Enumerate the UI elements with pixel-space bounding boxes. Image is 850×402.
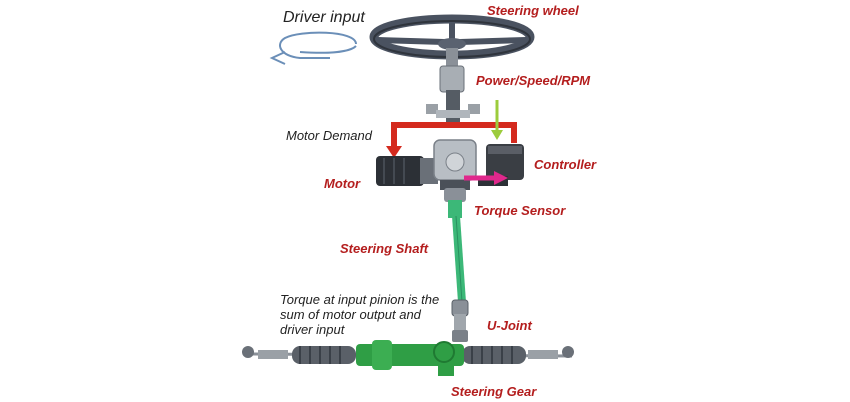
motor-label: Motor xyxy=(324,176,361,191)
controller-icon xyxy=(478,144,524,186)
boot-left-icon xyxy=(292,346,356,364)
driver-input-label: Driver input xyxy=(283,9,365,26)
motor-icon xyxy=(376,156,438,186)
torque-sensor-icon xyxy=(444,188,466,218)
motor-demand-label: Motor Demand xyxy=(286,128,372,143)
u-joint-label: U-Joint xyxy=(487,318,532,333)
power-input-arrow xyxy=(491,100,503,140)
steering-shaft-label: Steering Shaft xyxy=(340,241,429,256)
u-joint-icon xyxy=(451,299,469,342)
steering-gear-icon xyxy=(242,340,574,376)
boot-right-icon xyxy=(462,346,526,364)
motor-demand-arrow xyxy=(386,122,517,158)
torque-signal-arrow xyxy=(464,171,508,185)
steering-column-icon xyxy=(426,48,480,126)
gearbox-icon xyxy=(433,139,477,190)
rotation-arrow-icon xyxy=(269,31,357,65)
torque-note: Torque at input pinion is the sum of mot… xyxy=(280,292,440,337)
steering-shaft-icon xyxy=(452,215,466,303)
torque-sensor-label: Torque Sensor xyxy=(474,203,566,218)
power-speed-rpm-label: Power/Speed/RPM xyxy=(476,73,591,88)
steering-wheel-label: Steering wheel xyxy=(487,3,579,18)
controller-label: Controller xyxy=(534,157,597,172)
steering-gear-label: Steering Gear xyxy=(451,384,537,399)
